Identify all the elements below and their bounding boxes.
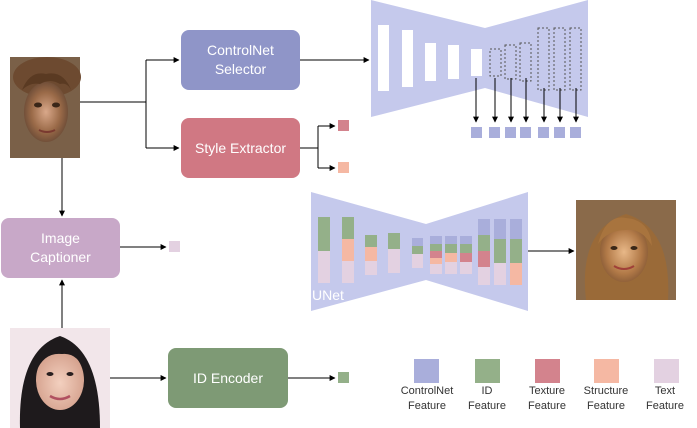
unet-block (445, 236, 457, 274)
unet-network (311, 192, 528, 311)
style-extractor-label: Style Extractor (194, 139, 287, 156)
image-captioner-line1: Image (41, 230, 80, 247)
unet-block (460, 236, 472, 274)
legend-label-controlnet: ControlNet Feature (392, 384, 462, 414)
legend-label-id: ID Feature (452, 384, 522, 414)
text-feature-token (169, 241, 180, 252)
connectors (59, 57, 575, 381)
generated-output-photo (576, 200, 676, 300)
texture-feature-token (338, 120, 349, 131)
style-reference-photo (10, 57, 81, 158)
legend-swatch-text (654, 359, 679, 383)
image-captioner-line2: Captioner (30, 249, 91, 265)
legend-label-structure: Structure Feature (571, 384, 641, 414)
unet-block (388, 233, 400, 273)
controlnet-selector-line2: Selector (214, 61, 267, 77)
legend-label-line2: Feature (646, 399, 684, 412)
legend-swatch-controlnet (414, 359, 439, 383)
legend-swatches (414, 359, 679, 383)
unet-block (430, 236, 442, 274)
unet-label: UNet (312, 287, 344, 303)
controlnet-encoder-block (402, 30, 413, 87)
legend-label-line1: Text (654, 385, 676, 397)
unet-block (494, 219, 506, 285)
unet-block (412, 238, 423, 268)
controlnet-decoder-shape (485, 0, 588, 117)
controlnet-encoder-block (425, 43, 436, 81)
legend-label-line2: Feature (587, 399, 625, 412)
controlnet-selector-box: ControlNet Selector (181, 30, 300, 90)
legend-label-text: Text Feature (630, 384, 697, 414)
controlnet-output-arrows (473, 78, 579, 123)
id-encoder-label: ID Encoder (192, 369, 264, 386)
controlnet-feature-tokens (471, 127, 581, 138)
legend-label-line1: ControlNet (400, 385, 454, 397)
unet-block (342, 217, 354, 283)
controlnet-selector-line1: ControlNet (207, 42, 274, 59)
legend-label-line1: Structure (583, 385, 629, 397)
unet-block (478, 219, 490, 285)
id-reference-photo (10, 328, 110, 428)
legend-swatch-structure (594, 359, 619, 383)
legend-swatch-id (475, 359, 500, 383)
unet-block (510, 219, 522, 285)
controlnet-decoder-block (569, 27, 582, 91)
image-captioner-box: Image Captioner (1, 218, 120, 278)
legend-swatch-texture (535, 359, 560, 383)
legend-label-line1: Texture (528, 385, 566, 397)
unet-block (318, 217, 330, 283)
legend-label-line1: ID (481, 385, 493, 397)
controlnet-decoder-block (553, 27, 566, 91)
controlnet-encoder-block (378, 25, 389, 91)
controlnet-decoder-block (489, 48, 502, 77)
structure-feature-token (338, 162, 349, 173)
controlnet-network (371, 0, 588, 138)
controlnet-decoder-block (504, 44, 517, 80)
controlnet-encoder-block (448, 45, 459, 79)
controlnet-decoder-block (537, 27, 550, 91)
controlnet-encoder-block (471, 49, 482, 76)
legend-label-texture: Texture Feature (512, 384, 582, 414)
unet-block (365, 235, 377, 275)
id-encoder-box: ID Encoder (168, 348, 288, 408)
id-feature-token (338, 372, 349, 383)
style-extractor-box: Style Extractor (181, 118, 300, 178)
legend-label-line2: Feature (468, 399, 506, 412)
legend-label-line2: Feature (528, 399, 566, 412)
controlnet-decoder-block (519, 42, 532, 82)
legend-label-line2: Feature (408, 399, 446, 412)
